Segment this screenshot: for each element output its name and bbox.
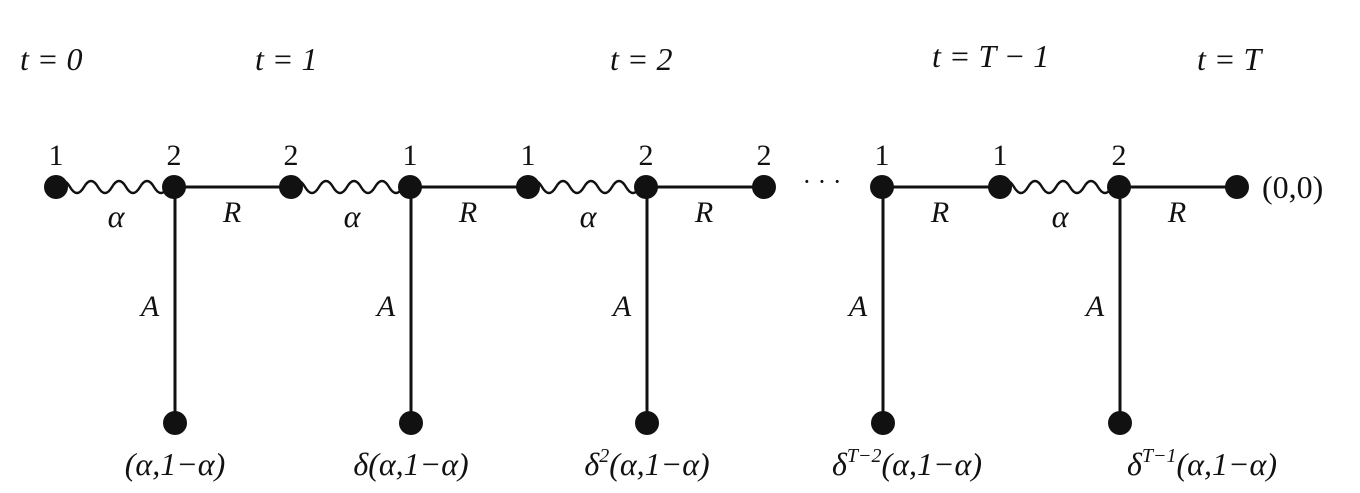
- node: [279, 175, 303, 199]
- player-label: 2: [757, 139, 772, 172]
- alpha-label: α: [108, 198, 126, 234]
- time-labels: t = 0 t = 1 t = 2 t = T − 1 t = T: [20, 38, 1263, 77]
- terminal-nodes: [163, 411, 1132, 435]
- player-label: 1: [993, 139, 1008, 172]
- alpha-label: α: [344, 198, 362, 234]
- reject-label: R: [1167, 196, 1186, 229]
- offer-wavy-edge: [54, 179, 174, 195]
- offer-wavy-edge: [526, 179, 646, 195]
- accept-label: A: [611, 290, 632, 323]
- terminal-node: [635, 411, 659, 435]
- node: [398, 175, 422, 199]
- offer-wavy-edge: [289, 179, 410, 195]
- player-label: 2: [639, 139, 654, 172]
- player-label: 1: [403, 139, 418, 172]
- reject-label: R: [930, 196, 949, 229]
- payoff-label: δ(α,1−α): [353, 446, 468, 482]
- alpha-label: α: [580, 198, 598, 234]
- node: [752, 175, 776, 199]
- terminal-node: [163, 411, 187, 435]
- reject-labels: R R R R R: [222, 196, 1186, 229]
- accept-label: A: [1084, 290, 1105, 323]
- time-label-T-minus-1: t = T − 1: [932, 38, 1049, 74]
- offer-edges: [54, 179, 1119, 195]
- payoff-label: δT−2(α,1−α): [832, 445, 982, 482]
- reject-label: R: [458, 196, 477, 229]
- node: [1107, 175, 1131, 199]
- player-label: 2: [167, 139, 182, 172]
- terminal-node: [399, 411, 423, 435]
- player-label: 2: [1112, 139, 1127, 172]
- time-label-2: t = 2: [610, 41, 672, 77]
- player-label: 1: [49, 139, 64, 172]
- accept-labels: A A A A A: [139, 290, 1105, 323]
- ellipsis: · · ·: [803, 167, 842, 196]
- reject-label: R: [694, 196, 713, 229]
- node: [516, 175, 540, 199]
- alpha-label: α: [1052, 198, 1070, 234]
- alpha-labels: α α α α: [108, 198, 1070, 234]
- payoff-labels: (α,1−α) δ(α,1−α) δ2(α,1−α) δT−2(α,1−α) δ…: [125, 445, 1277, 482]
- accept-label: A: [847, 290, 868, 323]
- player-label: 2: [284, 139, 299, 172]
- terminal-node: [1108, 411, 1132, 435]
- accept-edges: [173, 187, 1122, 423]
- player-label: 1: [521, 139, 536, 172]
- time-label-0: t = 0: [20, 41, 82, 77]
- accept-label: A: [139, 290, 160, 323]
- payoff-label: δT−1(α,1−α): [1127, 445, 1277, 482]
- player-labels: 1 2 2 1 1 2 2 1 1 2: [49, 139, 1127, 172]
- payoff-label: (α,1−α): [125, 446, 226, 482]
- node: [988, 175, 1012, 199]
- player-label: 1: [875, 139, 890, 172]
- offer-wavy-edge: [998, 179, 1119, 195]
- time-label-1: t = 1: [255, 41, 317, 77]
- node: [1225, 175, 1249, 199]
- decision-nodes: [44, 175, 1249, 199]
- node: [870, 175, 894, 199]
- node: [44, 175, 68, 199]
- terminal-node: [871, 411, 895, 435]
- node: [162, 175, 186, 199]
- terminal-payoff: (0,0): [1262, 169, 1323, 205]
- reject-label: R: [222, 196, 241, 229]
- accept-label: A: [375, 290, 396, 323]
- time-label-T: t = T: [1197, 41, 1263, 77]
- payoff-label: δ2(α,1−α): [584, 445, 709, 482]
- node: [634, 175, 658, 199]
